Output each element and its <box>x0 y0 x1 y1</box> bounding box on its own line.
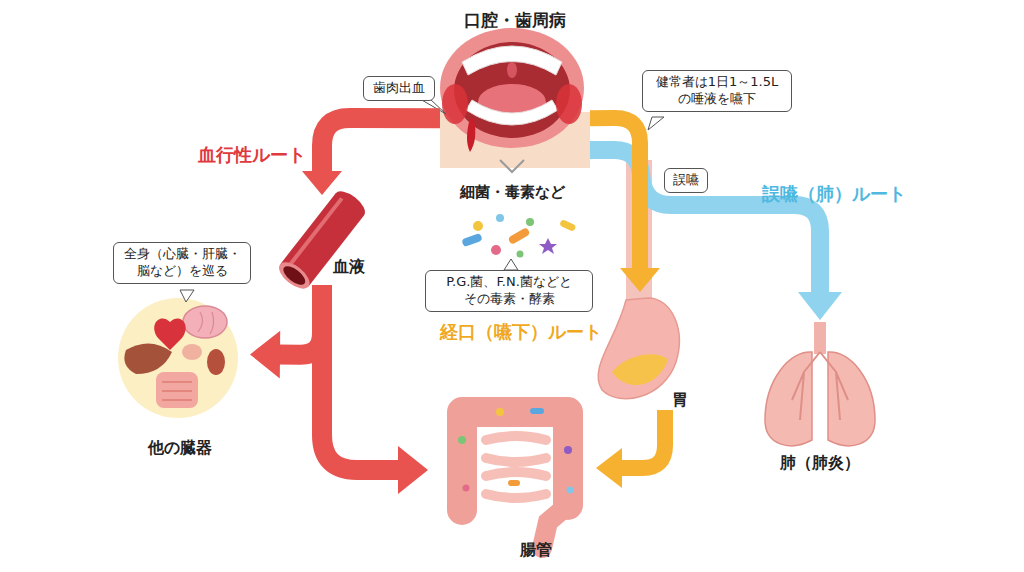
route-arrow <box>302 118 440 195</box>
node-label: 胃 <box>668 390 692 409</box>
lungs-illustration <box>765 322 875 446</box>
route-line <box>590 118 640 270</box>
intestine-illustration <box>458 408 574 548</box>
route-arrow <box>590 118 660 292</box>
route-line <box>620 410 665 468</box>
node-label: 口腔・歯周病 <box>440 10 590 30</box>
callout-note: 健常者は1日1～1.5L の唾液を嚥下 <box>642 70 792 112</box>
arrow-head <box>250 331 280 379</box>
blood-vessel <box>275 186 370 293</box>
caption-text: 細菌・毒素など <box>437 183 587 202</box>
mouth-illustration <box>440 28 590 172</box>
arrow-head <box>596 448 622 488</box>
bacteria-illustration <box>461 214 576 258</box>
route-arrow <box>322 285 428 494</box>
mouth-node: 口腔・歯周病 <box>440 8 590 170</box>
callout-note: 誤嚥 <box>664 168 708 193</box>
callout-note: 歯肉出血 <box>363 76 435 101</box>
callout-note: 全身（心臓・肝臓・ 脳など）を巡る <box>113 242 251 284</box>
lungs-node: 肺（肺炎） <box>755 320 885 475</box>
intestine-node: 腸管 <box>428 388 596 564</box>
route-label: 誤嚥（肺）ルート <box>762 182 906 206</box>
route-line <box>322 118 440 173</box>
route-label: 血行性ルート <box>198 143 306 167</box>
arrow-head <box>302 171 342 195</box>
organs-node: 他の臓器 <box>110 295 250 460</box>
arrow-head <box>798 292 842 320</box>
node-label: 他の臓器 <box>120 438 240 457</box>
node-label: 肺（肺炎） <box>755 453 885 472</box>
blood-node: 血液 <box>285 195 370 285</box>
arrow-head <box>398 446 428 494</box>
node-label: 血液 <box>329 257 369 276</box>
route-arrow <box>596 410 665 488</box>
route-line <box>590 150 820 294</box>
node-label: 腸管 <box>506 540 566 559</box>
organs-illustration <box>118 298 238 418</box>
route-line <box>322 285 400 470</box>
route-arrow <box>590 150 842 320</box>
route-arrow <box>250 285 322 379</box>
route-label: 経口（嚥下）ルート <box>440 320 602 344</box>
callout-note: P.G.菌、F.N.菌などと その毒素・酵素 <box>425 270 593 312</box>
arrow-head <box>620 268 660 292</box>
